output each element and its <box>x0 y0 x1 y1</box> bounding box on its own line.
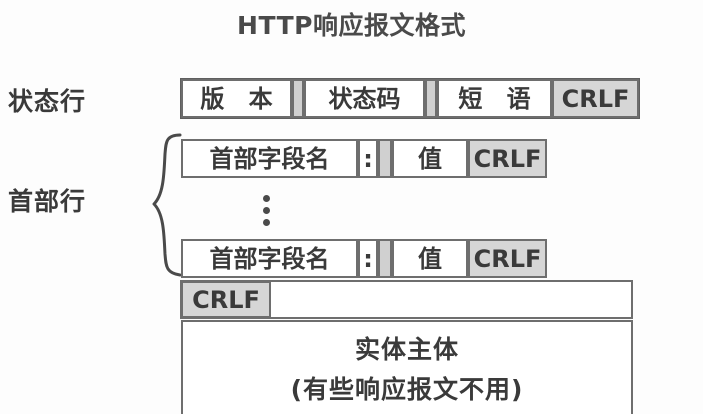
header-line-1-field-name-cell: 首部字段名 <box>181 139 358 178</box>
status-line-status-code-cell: 状态码 <box>304 79 425 118</box>
status-line-separator-2 <box>425 79 437 118</box>
entity-body-box: 实体主体 (有些响应报文不用) <box>181 320 633 414</box>
diagram-title: HTTP响应报文格式 <box>237 11 466 40</box>
entity-body-title: 实体主体 <box>354 335 459 364</box>
blank-line-crlf-cell: CRLF <box>181 281 271 318</box>
header-line-1-separator <box>378 139 392 178</box>
label-status-line: 状态行 <box>8 87 87 116</box>
header-line-2-separator <box>378 239 392 278</box>
header-line-2-colon-cell: : <box>358 239 378 278</box>
header-line-2-crlf-cell: CRLF <box>468 239 547 278</box>
entity-body-note: (有些响应报文不用) <box>290 375 524 404</box>
header-line-1-crlf-cell: CRLF <box>468 139 547 178</box>
status-line-version-cell: 版 本 <box>181 79 292 118</box>
header-line-2-value-cell: 值 <box>392 239 468 278</box>
vertical-ellipsis-icon <box>255 188 277 232</box>
status-line-separator-1 <box>292 79 304 118</box>
header-line-1-value-cell: 值 <box>392 139 468 178</box>
header-line-2-field-name-cell: 首部字段名 <box>181 239 358 278</box>
label-header-lines: 首部行 <box>8 187 87 216</box>
header-lines-brace <box>152 133 182 277</box>
status-line-crlf-cell: CRLF <box>552 79 639 118</box>
status-line-phrase-cell: 短 语 <box>437 79 552 118</box>
header-line-1-colon-cell: : <box>358 139 378 178</box>
